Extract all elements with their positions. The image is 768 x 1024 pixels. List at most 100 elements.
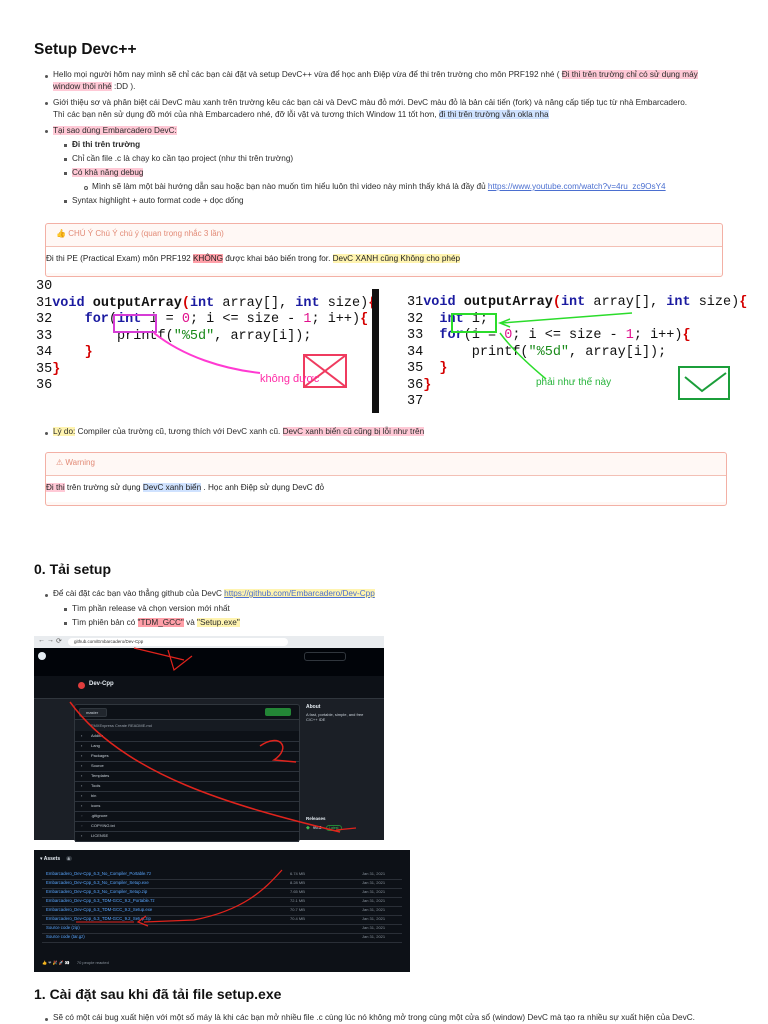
asset-size: 72.1 MB [290, 898, 305, 903]
asset-row[interactable]: Embarcadero_Dev-Cpp_6.3_No_Compiler_Setu… [42, 879, 402, 889]
browser-bar: ← → ⟳ github.com/Embarcadero/Dev-Cpp [34, 636, 384, 648]
branch-select[interactable]: master [79, 708, 107, 717]
asset-name[interactable]: Embarcadero_Dev-Cpp_6.3_No_Compiler_Port… [46, 871, 152, 876]
attention-callout: 👍 CHÚ Ý Chú Ý chú ý (quan trọng nhắc 3 l… [45, 223, 723, 277]
github-link[interactable]: https://github.com/Embarcadero/Dev-Cpp [224, 589, 375, 598]
warning-icon: ⚠ [56, 458, 64, 467]
correct-annotation [451, 312, 730, 400]
reload-icon[interactable]: ⟳ [56, 638, 62, 645]
file-row[interactable]: ▪icons [75, 801, 299, 812]
code-block-correct: 31void outputArray(int array[], int size… [407, 295, 748, 409]
reactions-count: 70 people reacted [76, 960, 109, 965]
asset-row[interactable]: Embarcadero_Dev-Cpp_6.3_No_Compiler_Setu… [42, 888, 402, 898]
file-row[interactable]: ▪ bin [75, 791, 299, 802]
list-item: Tìm phần release và chọn version mới nhấ… [72, 604, 230, 613]
asset-row[interactable]: Source code (zip)Jan 31, 2021 [42, 924, 402, 934]
code-button[interactable] [265, 708, 291, 716]
line-number: 32 [407, 311, 424, 327]
file-row[interactable]: ▫.gitignore [75, 811, 299, 822]
gh-header [34, 648, 384, 676]
address-bar[interactable]: github.com/Embarcadero/Dev-Cpp [68, 638, 288, 646]
file-name[interactable]: bin [91, 793, 97, 798]
asset-size: 70.4 MB [290, 916, 305, 921]
line-number: 32 [36, 312, 53, 327]
asset-row[interactable]: Source code (tar.gz)Jan 31, 2021 [42, 933, 402, 943]
file-name[interactable]: .gitignore [91, 813, 108, 818]
back-icon[interactable]: ← [38, 637, 45, 644]
list-item: Mình sẽ làm một bài hướng dẫn sau hoặc b… [92, 181, 666, 192]
file-name[interactable]: Source [91, 763, 104, 768]
wrong-annotation [113, 314, 347, 388]
file-row[interactable]: ▪Source [75, 761, 299, 772]
folder-icon: ▪ [81, 793, 83, 798]
bullet [45, 432, 48, 435]
highlight: Tại sao dùng Embarcadero DevC: [53, 126, 177, 135]
file-name[interactable]: COPYING.txt [91, 823, 115, 828]
asset-size: 7.65 MB [290, 889, 305, 894]
file-row[interactable]: ▪LICENSE [75, 831, 299, 842]
list-item: Có khả năng debug [72, 167, 144, 178]
bullet [45, 1018, 48, 1021]
file-row[interactable]: ▪ Lang [75, 741, 299, 752]
assets-count: 8 [65, 856, 72, 861]
highlight: Đi thi trên trường chỉ có sử dụng máy [561, 70, 698, 79]
file-name[interactable]: Templates [91, 773, 110, 778]
callout-body: Đi thi PE (Practical Exam) môn PRF192 KH… [46, 246, 722, 273]
folder-icon: ▪ [81, 743, 83, 748]
file-name[interactable]: icons [91, 803, 101, 808]
asset-row[interactable]: Embarcadero_Dev-Cpp_6.3_TDM-GCC_9.2_Port… [42, 897, 402, 907]
folder-icon: ▪ [81, 753, 83, 758]
bullet [45, 75, 48, 78]
highlight: đi thi trên trường vẫn okla nha [438, 110, 549, 119]
highlight: DevC XANH cũng Không cho phép [332, 254, 461, 263]
release-version[interactable]: v6.3 [313, 825, 322, 830]
line-number: 33 [407, 328, 424, 343]
line-number: 33 [36, 328, 53, 344]
file-name[interactable]: Lang [91, 743, 100, 748]
file-name[interactable]: LICENSE [91, 833, 109, 838]
reaction-emoji-icons[interactable]: 👍 ❤ 🎉 🚀 👀 [42, 960, 70, 965]
list-item: Thì các bạn nên sử dụng đồ mới của nhà E… [53, 109, 549, 120]
list-item: Tại sao dùng Embarcadero DevC: [53, 125, 177, 136]
asset-name[interactable]: Embarcadero_Dev-Cpp_6.3_No_Compiler_Setu… [46, 880, 149, 885]
releases-title: Releases [306, 816, 326, 821]
release-tag-icon: ◆ [306, 825, 310, 831]
file-name[interactable]: Addins [91, 733, 104, 738]
asset-date: Jan 31, 2021 [362, 898, 386, 903]
file-name[interactable]: Packages [91, 753, 109, 758]
asset-name[interactable]: Embarcadero_Dev-Cpp_6.3_No_Compiler_Setu… [46, 889, 148, 894]
file-row[interactable]: ▪ Packages [75, 751, 299, 762]
file-row[interactable]: ▪ Addins [75, 731, 299, 742]
repo-avatar [78, 682, 85, 689]
file-row[interactable]: ▪Templates [75, 771, 299, 782]
youtube-link[interactable]: https://www.youtube.com/watch?v=4ru_zc9O… [487, 182, 666, 191]
branch-name: master [86, 710, 99, 715]
line-number: 31 [36, 295, 53, 311]
bullet [64, 172, 67, 175]
asset-size: 6.74 MB [290, 871, 305, 876]
asset-row[interactable]: Embarcadero_Dev-Cpp_6.3_No_Compiler_Port… [42, 870, 402, 880]
section-title-download: 0. Tải setup [34, 561, 112, 577]
asset-name[interactable]: Source code (zip) [46, 925, 80, 930]
bullet [64, 200, 67, 203]
search-icon[interactable] [304, 652, 346, 661]
forward-icon[interactable]: → [47, 637, 54, 644]
reactions-bar: 👍 ❤ 🎉 🚀 👀 70 people reacted [42, 960, 109, 965]
file-name[interactable]: Tools [91, 783, 101, 788]
highlight: Đi thi [46, 483, 65, 492]
highlight: KHÔNG [192, 254, 223, 263]
annotation-number: 2 [280, 740, 281, 741]
asset-row[interactable]: Embarcadero_Dev-Cpp_6.3_TDM-GCC_9.2_Setu… [42, 906, 402, 916]
file-row[interactable]: ▪Tools [75, 781, 299, 792]
repo-name[interactable]: Dev-Cpp [89, 681, 114, 687]
bullet [84, 186, 88, 190]
asset-name[interactable]: Embarcadero_Dev-Cpp_6.3_TDM-GCC_9.2_Setu… [46, 916, 151, 921]
text: Compiler của trường cũ, tương thích với … [75, 427, 283, 436]
asset-name[interactable]: Source code (tar.gz) [46, 934, 85, 939]
asset-row[interactable]: Embarcadero_Dev-Cpp_6.3_TDM-GCC_9.2_Setu… [42, 915, 402, 925]
asset-name[interactable]: Embarcadero_Dev-Cpp_6.3_TDM-GCC_9.2_Setu… [46, 907, 153, 912]
list-item: Lý do: Compiler của trường cũ, tương thí… [53, 426, 425, 437]
file-row[interactable]: ▫COPYING.txt [75, 821, 299, 832]
asset-name[interactable]: Embarcadero_Dev-Cpp_6.3_TDM-GCC_9.2_Port… [46, 898, 155, 903]
folder-icon: ▪ [81, 733, 83, 738]
